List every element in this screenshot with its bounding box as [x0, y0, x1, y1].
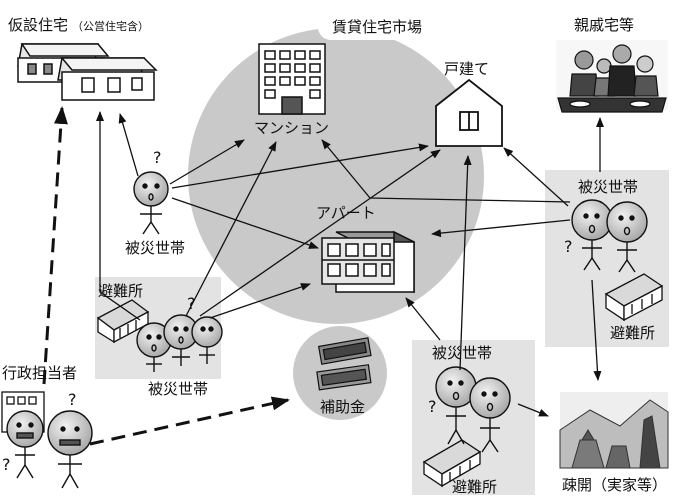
relatives-home-label: 親戚宅等	[574, 16, 634, 34]
flow-arrows	[96, 111, 604, 417]
administrator-label: 行政担当者	[2, 364, 77, 382]
detached-house-label: 戸建て	[444, 60, 489, 78]
evacuation-landscape-icon	[559, 392, 669, 469]
question-mark-center: ?	[153, 148, 162, 167]
temporary-housing-note: （公営住宅含）	[72, 19, 149, 33]
temporary-housing-label: 仮設住宅	[8, 16, 68, 34]
detached-house-icon	[435, 78, 503, 147]
victims-center-label: 被災世帯	[125, 239, 185, 257]
subsidy-label: 補助金	[320, 398, 365, 416]
administrator-figures	[6, 410, 93, 489]
victims-bottom-label: 被災世帯	[432, 344, 492, 362]
victim-group-left	[136, 314, 223, 372]
relatives-family-icon	[556, 40, 668, 113]
shelter-bottom-label: 避難所	[452, 478, 497, 496]
victim-group-right	[571, 199, 648, 273]
evacuation-label: 疎開（実家等）	[562, 476, 667, 494]
question-mark-admin-a: ?	[68, 390, 77, 409]
victims-right-label: 被災世帯	[578, 178, 638, 196]
victims-right-box	[545, 170, 669, 347]
shelter-left-label: 避難所	[98, 282, 143, 300]
victim-figure-center	[133, 171, 169, 235]
apartment-icon	[321, 230, 415, 294]
apartment-label: アパート	[316, 204, 376, 222]
shelter-right-icon	[604, 273, 664, 322]
shelter-bottom-icon	[422, 439, 482, 488]
mansion-icon	[258, 43, 326, 115]
subsidy-money-icon	[316, 337, 372, 391]
administrator-dashed-arrows	[42, 106, 290, 446]
mansion-label: マンション	[254, 119, 329, 137]
temporary-housing-icon	[17, 43, 158, 101]
question-mark-bottom-group: ?	[428, 397, 437, 416]
rental-market-badge: 賃貸住宅市場	[318, 14, 450, 40]
question-mark-left-group: ?	[187, 294, 196, 313]
victims-shelter-left-label: 被災世帯	[148, 380, 208, 398]
shelter-right-label: 避難所	[610, 324, 655, 342]
victim-group-bottom	[435, 366, 511, 453]
question-mark-right-group: ?	[564, 237, 573, 256]
svg-text:賃貸住宅市場: 賃貸住宅市場	[332, 18, 422, 36]
question-mark-admin-b: ?	[2, 455, 11, 474]
